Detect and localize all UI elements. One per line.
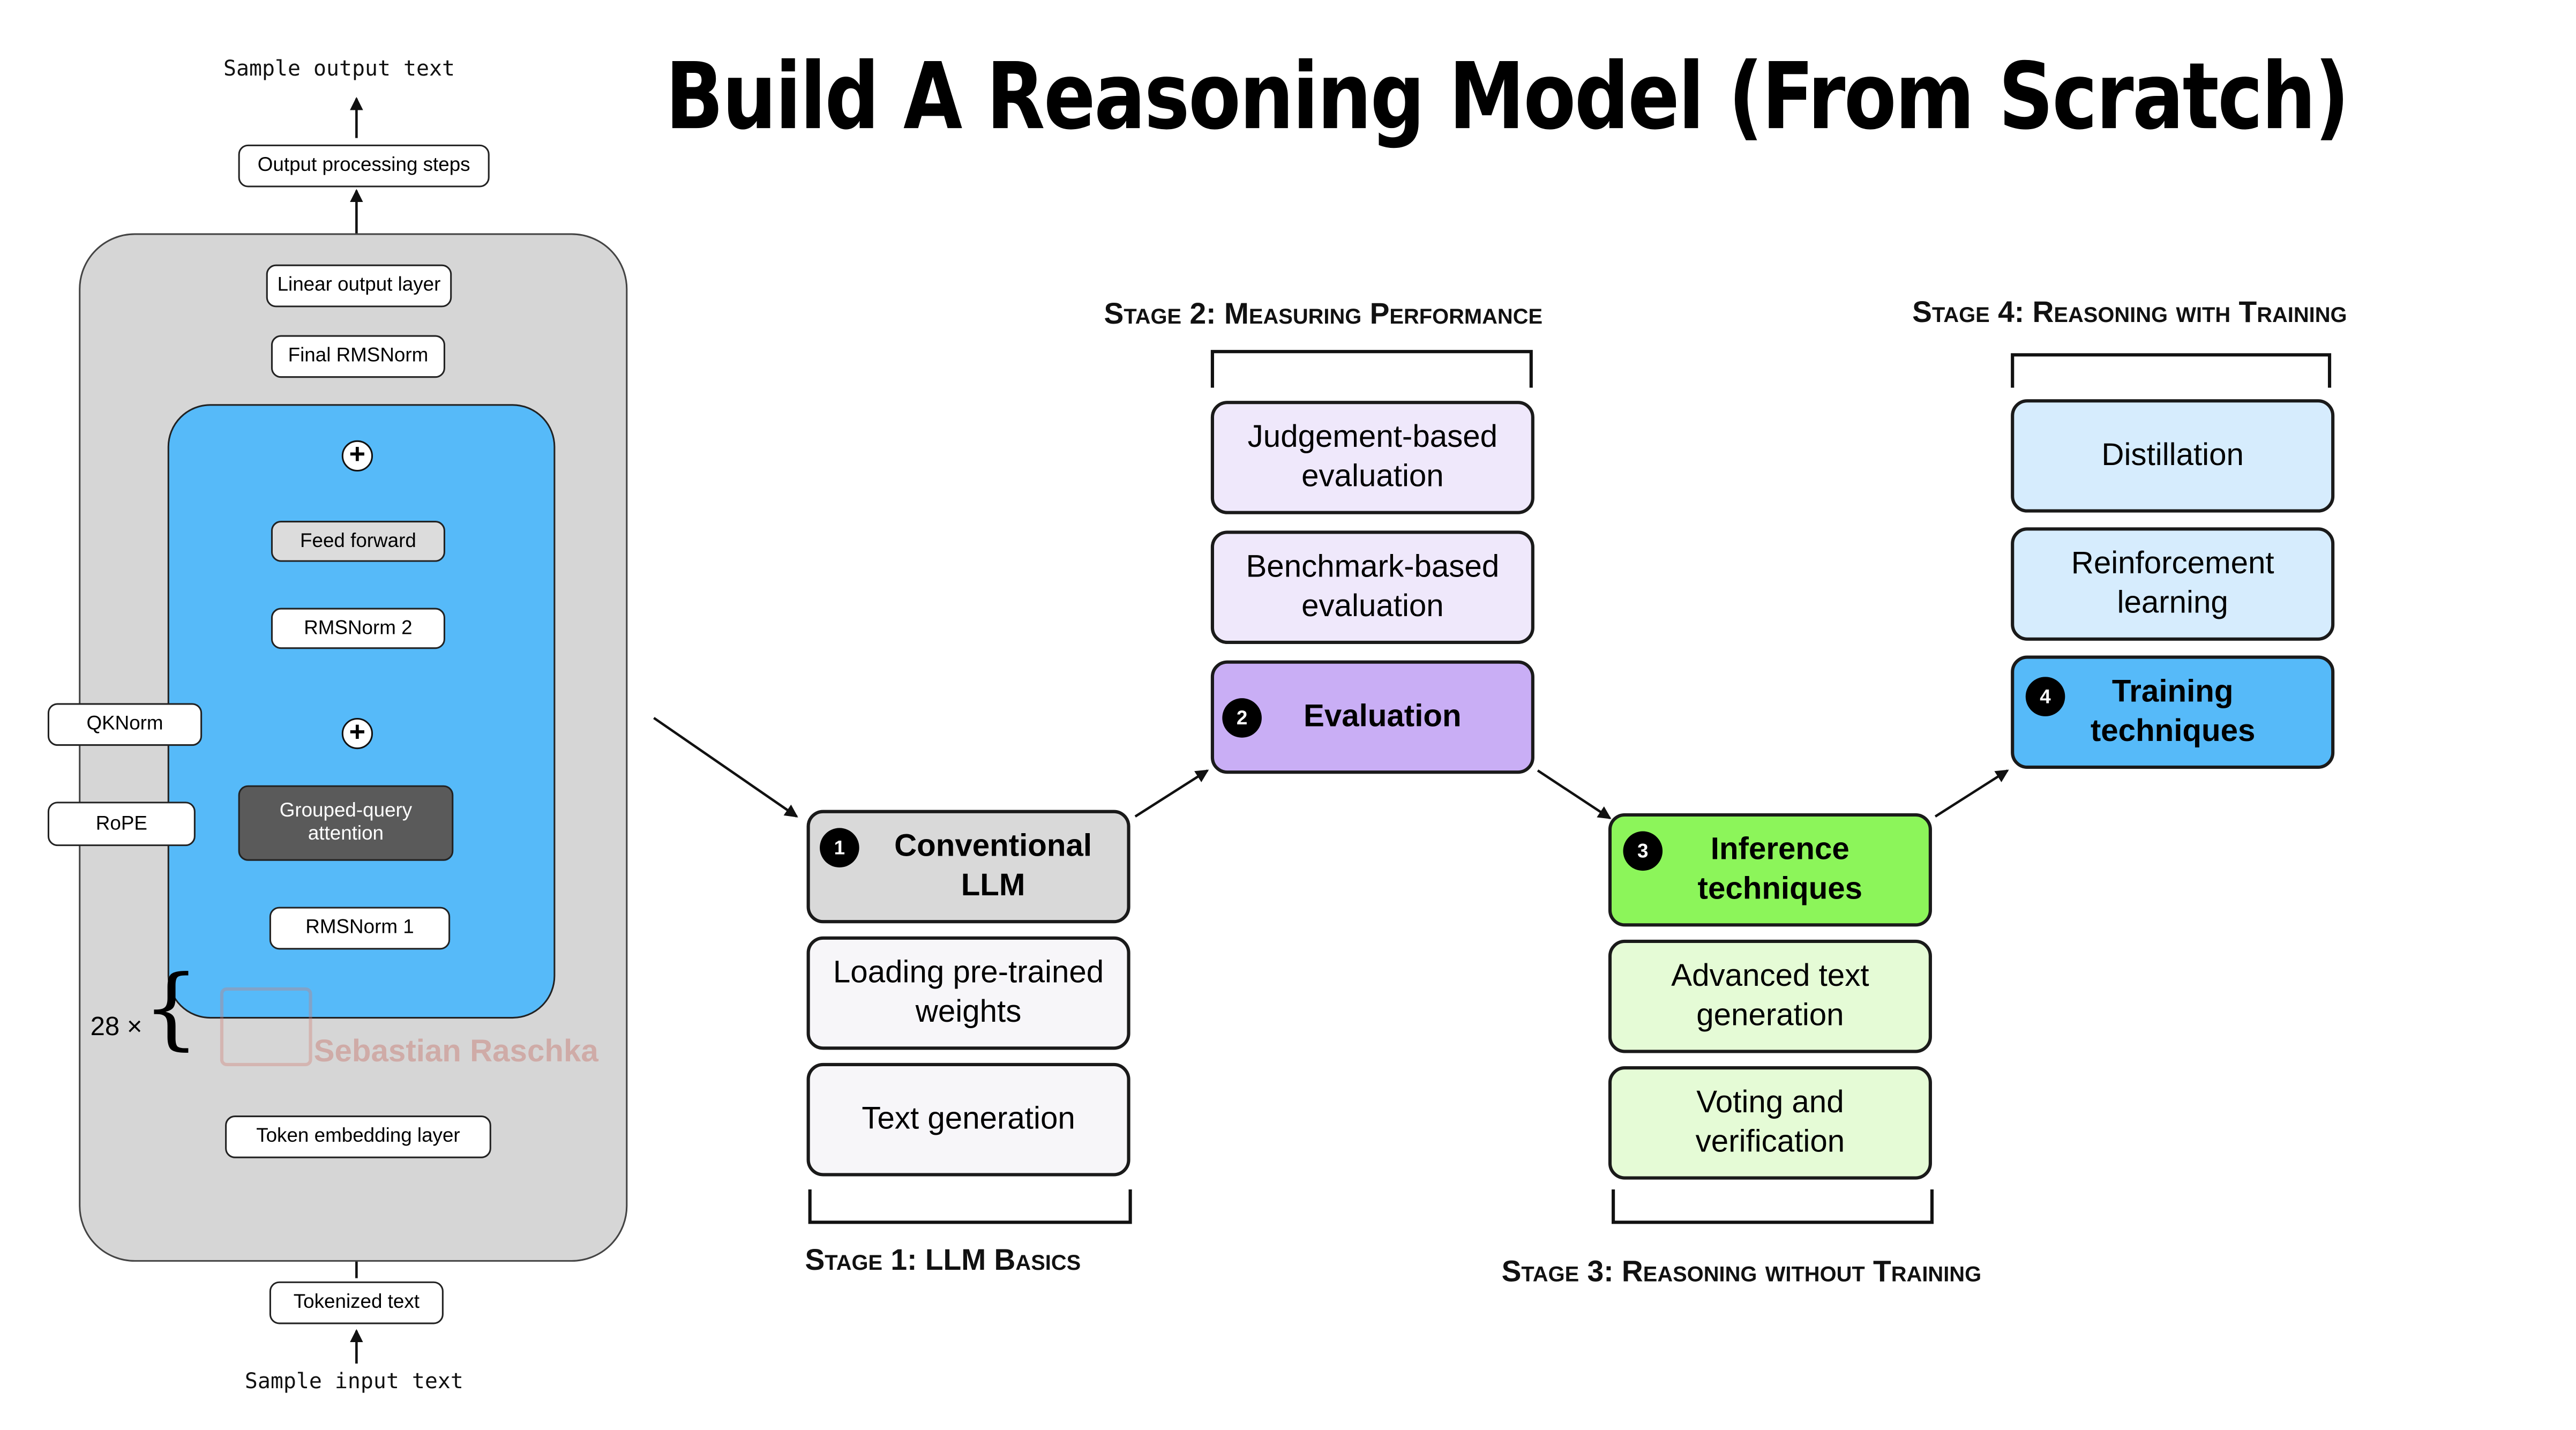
stage4-badge-icon: 4 [2025, 677, 2065, 716]
grouped-query-attention-box: Grouped-query attention [238, 785, 454, 861]
token-embedding-box: Token embedding layer [225, 1115, 491, 1158]
inference-techniques-box: Inference techniques [1608, 813, 1932, 927]
feed-forward-box: Feed forward [271, 521, 445, 562]
benchmark-evaluation-box: Benchmark-based evaluation [1210, 530, 1534, 644]
training-techniques-box: Training techniques [2011, 655, 2335, 769]
final-rmsnorm-box: Final RMSNorm [271, 335, 445, 378]
stage1-label: Stage 1: LLM Basics [805, 1244, 1081, 1277]
evaluation-box: Evaluation [1210, 660, 1534, 774]
stage3-label: Stage 3: Reasoning without Training [1501, 1255, 1982, 1288]
qknorm-box: QKNorm [47, 703, 203, 746]
conventional-llm-box: Conventional LLM [806, 810, 1130, 924]
rope-box: RoPE [47, 802, 196, 847]
stage1-badge-icon: 1 [820, 828, 859, 868]
page-title: Build A Reasoning Model (From Scratch) [665, 44, 2349, 152]
evaluation-label: Evaluation [1303, 699, 1462, 734]
stage2-label: Stage 2: Measuring Performance [1104, 297, 1543, 331]
training-techniques-label: Training techniques [2090, 675, 2256, 748]
stage3-badge-icon: 3 [1623, 831, 1663, 871]
reinforcement-learning-box: Reinforcement learning [2011, 527, 2335, 641]
text-generation-box: Text generation [806, 1062, 1130, 1177]
output-processing-box: Output processing steps [238, 144, 490, 188]
watermark-logo-icon [220, 987, 312, 1067]
tokenized-text-box: Tokenized text [269, 1281, 444, 1324]
stage2-badge-icon: 2 [1222, 698, 1262, 738]
inference-techniques-label: Inference techniques [1697, 832, 1863, 907]
residual-add-icon: + [341, 717, 373, 750]
repeat-brace-icon: { [143, 956, 200, 1060]
distillation-box: Distillation [2011, 399, 2335, 513]
conventional-llm-label: Conventional LLM [894, 829, 1092, 903]
residual-add-icon: + [341, 440, 373, 472]
loading-weights-box: Loading pre-trained weights [806, 936, 1130, 1050]
advanced-text-generation-box: Advanced text generation [1608, 939, 1932, 1053]
repeat-count-label: 28 × [90, 1013, 143, 1042]
stage4-label: Stage 4: Reasoning with Training [1912, 295, 2347, 329]
sample-output-text: Sample output text [223, 57, 455, 83]
voting-verification-box: Voting and verification [1608, 1066, 1932, 1180]
watermark-text: Sebastian Raschka [313, 1035, 598, 1070]
linear-output-layer-box: Linear output layer [266, 264, 452, 308]
sample-input-text: Sample input text [244, 1370, 463, 1395]
judgement-evaluation-box: Judgement-based evaluation [1210, 401, 1534, 514]
rmsnorm2-box: RMSNorm 2 [271, 608, 445, 649]
rmsnorm1-box: RMSNorm 1 [269, 907, 451, 950]
